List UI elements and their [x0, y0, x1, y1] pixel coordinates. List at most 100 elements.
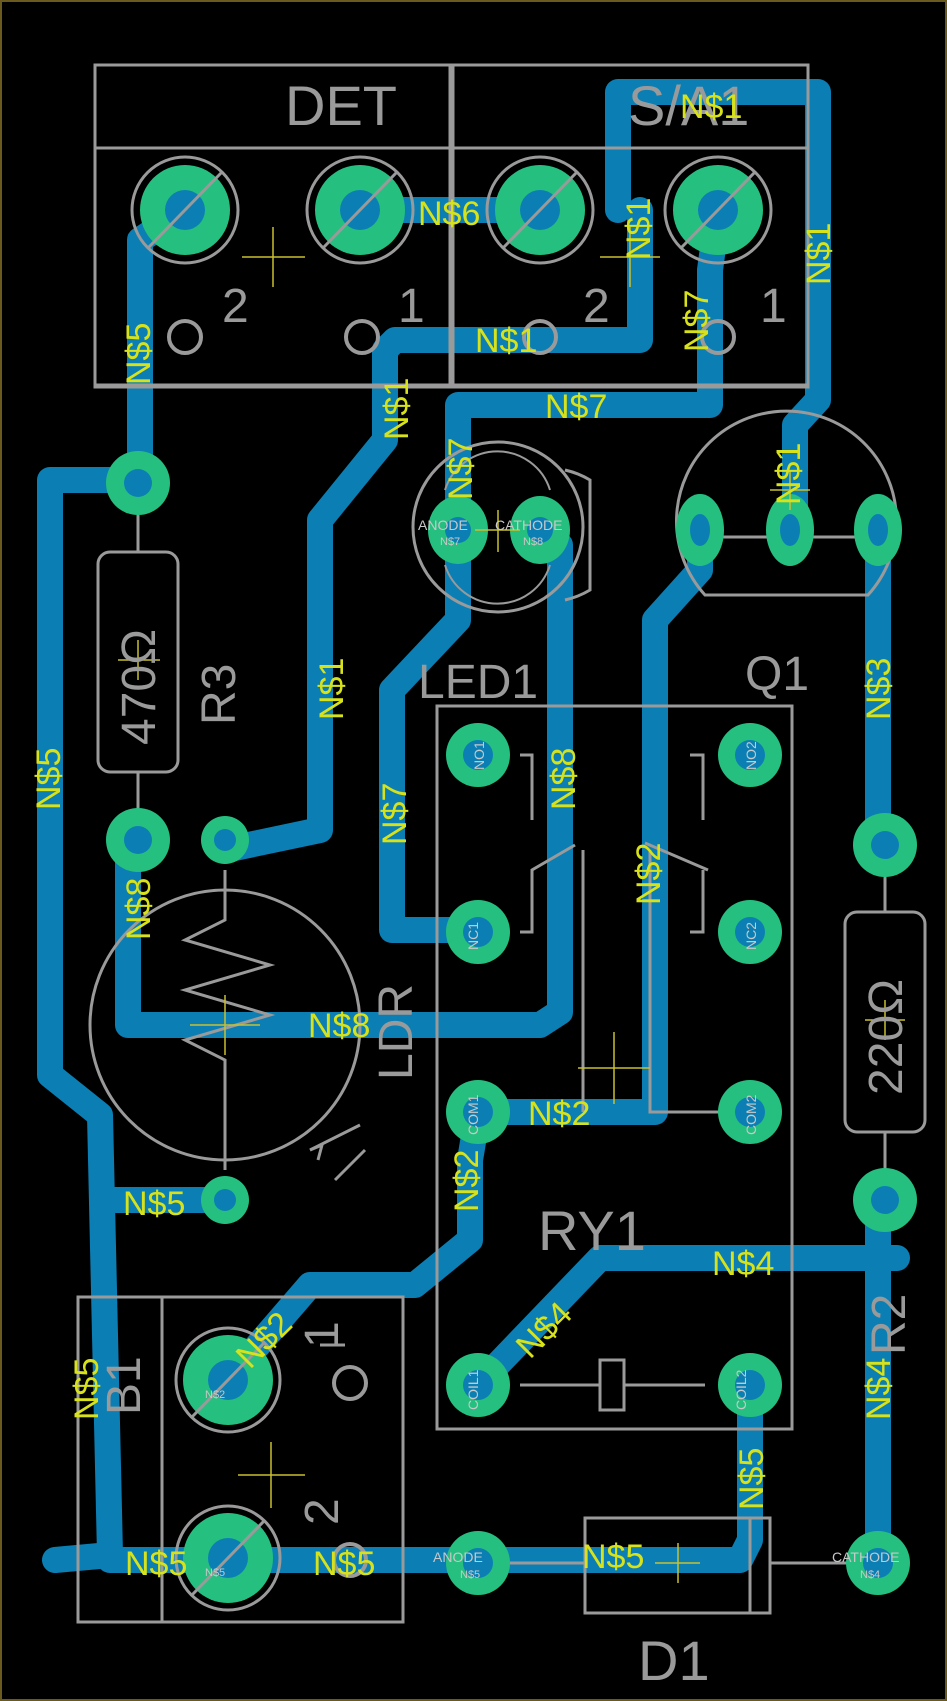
component-labels: DET S/A1 LED1 Q1 R3 470Ω R2 220Ω LDR RY1…	[98, 74, 916, 1692]
pad-d1-anode[interactable]	[446, 1531, 510, 1595]
sa1-pin1-number: 1	[760, 280, 787, 333]
pad-net-d1-a: N$5	[460, 1569, 480, 1581]
net-label-n1-v1: N$1	[378, 378, 416, 440]
net-label-n1-v2: N$1	[313, 658, 351, 720]
pad-ry1-coil2[interactable]	[718, 1353, 782, 1417]
net-label-n5-left: N$5	[30, 748, 68, 810]
det-outline	[93, 63, 452, 389]
pad-ry1-com1[interactable]	[446, 1080, 510, 1144]
net-label-n1-q1: N$1	[770, 443, 808, 505]
r3-label: R3	[193, 664, 246, 725]
net-label-n5-coil: N$5	[733, 1448, 771, 1510]
b1-outline	[76, 1295, 405, 1624]
pad-ry1-nc2[interactable]	[718, 900, 782, 964]
nc2-text: NC2	[743, 922, 759, 950]
trace-n1-left	[212, 197, 653, 863]
led-anode-text: ANODE	[418, 517, 468, 533]
net-label-n7-led: N$7	[442, 438, 480, 500]
b1-pin2-number: 2	[296, 1498, 349, 1525]
no1-text: NO1	[471, 741, 487, 770]
pad-d1-cathode[interactable]	[846, 1531, 910, 1595]
d1-cathode-text: CATHODE	[832, 1549, 899, 1565]
net-label-n1-top: N$1	[680, 88, 742, 126]
origin-marks	[118, 227, 905, 1583]
pad-q1-2[interactable]	[766, 494, 814, 566]
pad-r2-1[interactable]	[853, 813, 917, 877]
net-label-n2-h: N$2	[528, 1095, 590, 1133]
pad-net-led-k: N$8	[523, 536, 543, 548]
net-label-n2-v: N$2	[630, 843, 668, 905]
q1-label: Q1	[745, 648, 809, 701]
pad-text: ANODE CATHODE ANODE CATHODE NO1 NO2 NC1 …	[205, 517, 899, 1581]
coil1-text: COIL1	[465, 1369, 481, 1410]
pad-ry1-no1[interactable]	[446, 723, 510, 787]
b1-pin1-number: 1	[296, 1321, 349, 1348]
net-label-n7-mid: N$7	[545, 388, 607, 426]
net-label-n4-h: N$4	[712, 1245, 774, 1283]
net-label-n5-ldr: N$5	[123, 1185, 185, 1223]
trace-n4	[465, 1245, 910, 1398]
det-label: DET	[285, 74, 397, 137]
no2-text: NO2	[743, 741, 759, 770]
trace-n7	[445, 197, 731, 543]
trace-n2-b1	[215, 1099, 491, 1393]
d1-anode-text: ANODE	[433, 1549, 483, 1565]
net-label-n1-mid: N$1	[475, 322, 537, 360]
net-label-n2-relay: N$2	[448, 1150, 486, 1212]
pad-net-d1-k: N$4	[860, 1569, 880, 1581]
det-pin1-number: 1	[398, 280, 425, 333]
pad-net-led-a: N$7	[440, 536, 460, 548]
pad-ry1-no2[interactable]	[718, 723, 782, 787]
ry1-outline	[435, 704, 794, 1431]
trace-n5	[37, 197, 198, 1573]
pad-ry1-coil1[interactable]	[446, 1353, 510, 1417]
net-label-n5-bm: N$5	[313, 1545, 375, 1583]
net-label-n5-d1: N$5	[582, 1538, 644, 1576]
sa1-label: S/A1	[628, 74, 749, 137]
net-label-n1-right: N$1	[800, 223, 838, 285]
led1-label: LED1	[418, 656, 538, 709]
net-label-n4-v: N$4	[860, 1358, 898, 1420]
r3-value: 470Ω	[113, 629, 166, 745]
trace-n7-relay	[379, 517, 491, 943]
silkscreen	[76, 63, 927, 1624]
nc1-text: NC1	[465, 922, 481, 950]
net-label-n7-relay: N$7	[376, 783, 414, 845]
r2-value: 220Ω	[860, 979, 913, 1095]
pads	[106, 165, 917, 1603]
net-label-n1-sa1: N$1	[620, 198, 658, 260]
pad-ldr-1[interactable]	[201, 816, 249, 864]
net-label-n3: N$3	[860, 658, 898, 720]
pad-led-cathode[interactable]	[510, 496, 570, 564]
pad-led-anode[interactable]	[428, 496, 488, 564]
pad-q1-3[interactable]	[854, 494, 902, 566]
com2-text: COM2	[743, 1094, 759, 1135]
net-label-n7-sa1: N$7	[678, 290, 716, 352]
pad-r3-1[interactable]	[106, 451, 170, 515]
coil2-text: COIL2	[733, 1369, 749, 1410]
pad-ry1-nc1[interactable]	[446, 900, 510, 964]
net-labels: N$6 N$1 N$1 N$1 N$7 N$1 N$7 N$1 N$7 N$1 …	[30, 88, 898, 1583]
d1-outline	[583, 1516, 772, 1615]
ldr-label: LDR	[370, 984, 423, 1080]
pad-q1-1[interactable]	[676, 494, 724, 566]
pad-r2-2[interactable]	[853, 1168, 917, 1232]
pad-ldr-2[interactable]	[201, 1176, 249, 1224]
trace-n5-bottom	[97, 1372, 763, 1573]
pad-net-b1-2: N$5	[205, 1567, 225, 1579]
pad-r3-2[interactable]	[106, 808, 170, 872]
net-label-n5-bl: N$5	[125, 1545, 187, 1583]
com1-text: COM1	[465, 1094, 481, 1135]
net-label-n8-h: N$8	[308, 1007, 370, 1045]
r2-label: R2	[863, 1294, 916, 1355]
sa1-pin2-number: 2	[583, 280, 610, 333]
pad-ry1-com2[interactable]	[718, 1080, 782, 1144]
net-label-n6-top: N$6	[418, 195, 480, 233]
pad-net-b1-1: N$2	[205, 1389, 225, 1401]
screw-slashes	[146, 170, 757, 1598]
net-label-n8-relay: N$8	[545, 748, 583, 810]
det-pin2-number: 2	[222, 280, 249, 333]
b1-label: B1	[98, 1356, 151, 1415]
